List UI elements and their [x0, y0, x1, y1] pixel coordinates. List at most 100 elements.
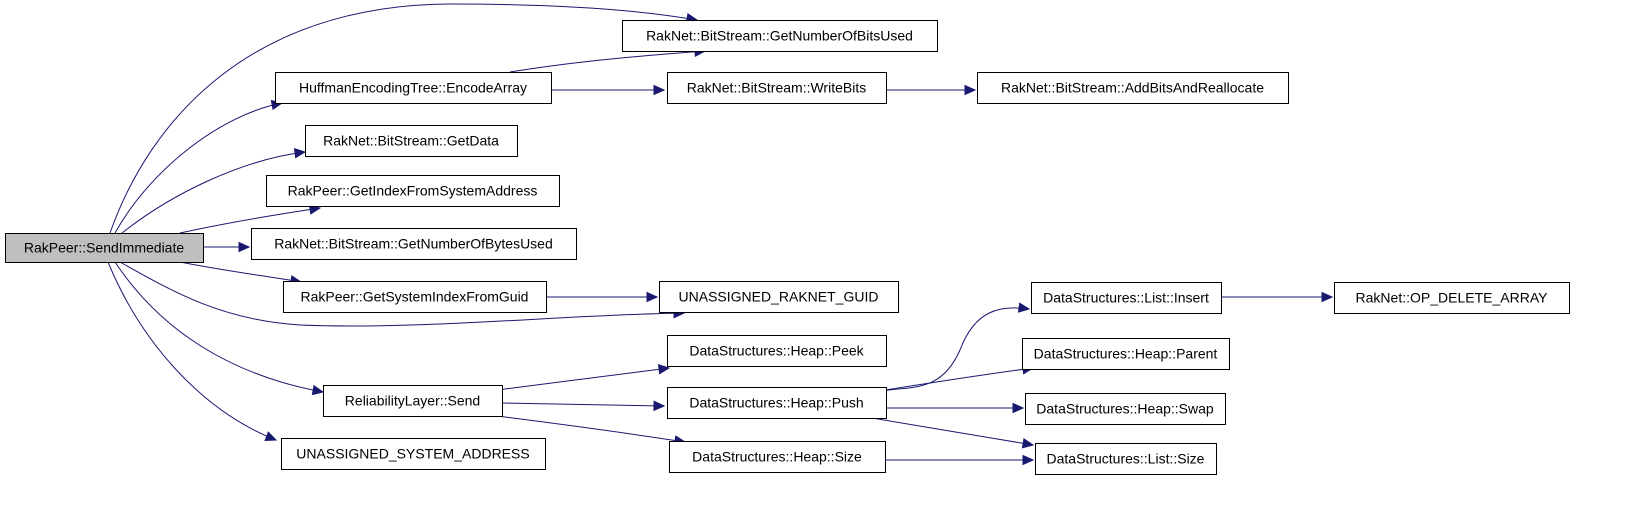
node-box [275, 72, 552, 104]
arrowhead-icon [1021, 438, 1035, 449]
node-encode-array[interactable]: HuffmanEncodingTree::EncodeArray [275, 72, 552, 104]
arrowhead-icon [264, 431, 278, 442]
edge-get_sys_index_guid-to-unassigned_guid [546, 291, 659, 303]
node-unassigned-addr[interactable]: UNASSIGNED_SYSTEM_ADDRESS [281, 438, 546, 470]
node-box [1022, 338, 1230, 370]
edge-line [496, 367, 670, 391]
edge-send_immediate-to-rel_send [114, 261, 325, 396]
node-heap-push[interactable]: DataStructures::Heap::Push [667, 387, 887, 419]
edge-line [119, 261, 685, 327]
arrowhead-icon [1022, 454, 1035, 466]
node-rel-send[interactable]: ReliabilityLayer::Send [323, 385, 503, 417]
node-box [5, 233, 204, 263]
node-box [667, 387, 887, 419]
node-unassigned-guid[interactable]: UNASSIGNED_RAKNET_GUID [659, 281, 899, 313]
node-label: RakNet::BitStream::AddBitsAndReallocate [1001, 80, 1264, 96]
edge-line [121, 151, 306, 234]
node-heap-peek[interactable]: DataStructures::Heap::Peek [667, 335, 887, 367]
arrowhead-icon [1012, 402, 1025, 414]
arrowhead-icon [646, 291, 659, 303]
node-label: RakPeer::GetSystemIndexFromGuid [301, 289, 529, 305]
node-label: UNASSIGNED_RAKNET_GUID [679, 289, 879, 305]
node-box [669, 441, 886, 473]
node-box [667, 335, 887, 367]
node-list-size[interactable]: DataStructures::List::Size [1035, 443, 1217, 475]
edge-heap_push-to-heap_parent [871, 364, 1035, 393]
node-heap-size[interactable]: DataStructures::Heap::Size [669, 441, 886, 473]
edge-send_immediate-to-get_sys_index_guid [179, 261, 303, 286]
edge-line [871, 417, 1034, 446]
edge-line [874, 307, 1030, 393]
arrowhead-icon [293, 148, 307, 159]
edge-line [501, 402, 665, 407]
edge-send_immediate-to-get_data [121, 148, 307, 234]
node-write-bits[interactable]: RakNet::BitStream::WriteBits [667, 72, 887, 104]
node-label: RakNet::BitStream::GetNumberOfBytesUsed [274, 236, 553, 252]
node-box [667, 72, 887, 104]
node-box [323, 385, 503, 417]
arrowhead-icon [238, 241, 251, 253]
edge-line [179, 261, 302, 283]
node-label: DataStructures::Heap::Peek [689, 343, 864, 359]
edge-line [871, 367, 1034, 393]
node-label: HuffmanEncodingTree::EncodeArray [299, 80, 527, 96]
node-label: RakNet::BitStream::WriteBits [687, 80, 866, 96]
edge-send_immediate-to-encode_array [114, 99, 284, 234]
node-label: UNASSIGNED_SYSTEM_ADDRESS [296, 446, 529, 462]
node-label: RakNet::OP_DELETE_ARRAY [1356, 290, 1549, 306]
node-box [266, 175, 560, 207]
arrowhead-icon [653, 84, 666, 96]
node-label: DataStructures::List::Insert [1043, 290, 1209, 306]
node-heap-swap[interactable]: DataStructures::Heap::Swap [1025, 393, 1226, 425]
node-get-sys-index-guid[interactable]: RakPeer::GetSystemIndexFromGuid [283, 281, 547, 313]
arrowhead-icon [311, 384, 325, 396]
node-box [1031, 282, 1222, 314]
node-label: DataStructures::Heap::Push [689, 395, 863, 411]
root-node: RakPeer::SendImmediate [5, 233, 204, 263]
node-heap-parent[interactable]: DataStructures::Heap::Parent [1022, 338, 1230, 370]
node-get-bits-used[interactable]: RakNet::BitStream::GetNumberOfBitsUsed [622, 20, 938, 52]
node-get-index[interactable]: RakPeer::GetIndexFromSystemAddress [266, 175, 560, 207]
arrowhead-icon [964, 84, 977, 96]
arrowhead-icon [657, 364, 671, 375]
node-list-insert[interactable]: DataStructures::List::Insert [1031, 282, 1222, 314]
node-box [305, 125, 518, 157]
edge-heap_size-to-list_size [885, 454, 1035, 466]
edge-list_insert-to-op_delete [1221, 291, 1334, 303]
edge-line [114, 102, 283, 234]
node-box [622, 20, 938, 52]
edge-send_immediate-to-unassigned_addr [107, 261, 278, 442]
edge-heap_push-to-heap_swap [886, 402, 1025, 414]
edge-encode_array-to-write_bits [551, 84, 666, 96]
node-op-delete[interactable]: RakNet::OP_DELETE_ARRAY [1334, 282, 1570, 314]
edge-line [509, 50, 706, 73]
node-box [251, 228, 577, 260]
edge-line [179, 207, 321, 234]
node-box [1334, 282, 1570, 314]
edge-heap_push-to-list_size [871, 417, 1035, 449]
node-label: RakNet::BitStream::GetData [323, 133, 499, 149]
node-box [283, 281, 547, 313]
node-label: RakNet::BitStream::GetNumberOfBitsUsed [646, 28, 913, 44]
edge-heap_push-to-list_insert [874, 302, 1031, 393]
node-label: DataStructures::Heap::Swap [1036, 401, 1214, 417]
node-add-bits[interactable]: RakNet::BitStream::AddBitsAndReallocate [977, 72, 1289, 104]
edge-send_immediate-to-get_bytes_used [203, 241, 251, 253]
node-label: DataStructures::Heap::Size [692, 449, 862, 465]
node-get-data[interactable]: RakNet::BitStream::GetData [305, 125, 518, 157]
node-box [977, 72, 1289, 104]
edge-write_bits-to-add_bits [886, 84, 977, 96]
edge-line [496, 415, 686, 443]
node-label: RakPeer::SendImmediate [24, 240, 185, 256]
edge-rel_send-to-heap_push [501, 400, 666, 412]
edge-line [114, 261, 324, 393]
arrowhead-icon [1017, 302, 1031, 313]
edge-line [107, 261, 277, 441]
edge-rel_send-to-heap_peek [496, 364, 671, 391]
node-label: DataStructures::List::Size [1047, 451, 1205, 467]
node-label: RakPeer::GetIndexFromSystemAddress [288, 183, 538, 199]
node-label: DataStructures::Heap::Parent [1034, 346, 1218, 362]
node-box [281, 438, 546, 470]
node-get-bytes-used[interactable]: RakNet::BitStream::GetNumberOfBytesUsed [251, 228, 577, 260]
